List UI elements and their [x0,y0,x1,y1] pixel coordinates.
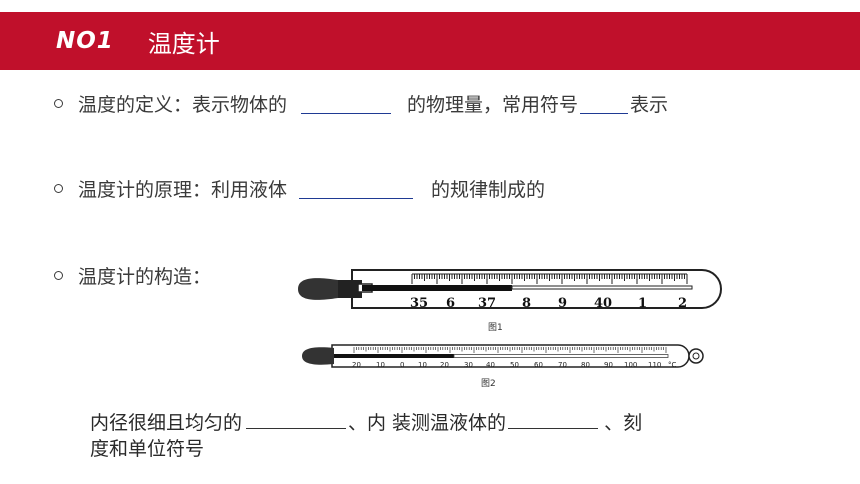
blank-line [299,178,414,199]
figure-2-caption: 图2 [481,378,496,389]
scale-labels-1: 35 6 37 8 9 40 1 2 [410,296,687,311]
bullet-circle-icon [54,271,63,280]
scale-labels-2: 20 10 0 10 20 30 40 50 60 70 80 90 100 1… [352,361,677,369]
structure-text: 温度计的构造： [78,266,212,288]
scale-label: 10 [418,361,427,369]
structure-desc-3: 、刻 [604,412,643,434]
thermometer-figure-2: 20 10 0 10 20 30 40 50 60 70 80 90 100 1… [302,344,704,389]
principle-text-1: 温度计的原理：利用液体 [78,179,288,201]
scale-label: 30 [464,361,473,369]
scale-label: 80 [581,361,590,369]
slide-title: 温度计 [147,29,220,58]
scale-label: 2 [678,296,687,311]
scale-label: 0 [400,361,404,369]
section-number: NO1 [56,28,114,54]
scale-label: 60 [534,361,543,369]
scale-label: 40 [486,361,495,369]
scale-label: 90 [604,361,613,369]
scale-label: 20 [352,361,361,369]
scale-label: 10 [376,361,385,369]
bullet-definition: 温度的定义：表示物体的 的物理量，常用符号 表示 [54,90,668,117]
scale-label: 8 [522,296,531,311]
definition-text-3: 表示 [630,94,669,116]
definition-text-1: 温度的定义：表示物体的 [78,94,288,116]
bullet-circle-icon [54,184,63,193]
blank-line [580,93,629,114]
structure-description: 内径很细且均匀的 、内 装测温液体的 、刻 [90,408,642,437]
structure-description-line2: 度和单位符号 [90,438,205,460]
scale-label: 6 [446,296,455,311]
scale-label: 35 [410,296,428,311]
figure-1-caption: 图1 [488,322,503,333]
slide-title-bar: NO1 温度计 [0,12,860,70]
scale-label: 1 [638,296,647,311]
blank-line [246,408,347,429]
scale-label: 110 [648,361,661,369]
structure-desc-2: 、内 装测温液体的 [348,412,507,434]
thermometer-figure-1: 35 6 37 8 9 40 1 2 图1 [298,269,722,333]
scale-label: 50 [510,361,519,369]
blank-line [508,408,599,429]
scale-label: 70 [558,361,567,369]
structure-desc-1: 内径很细且均匀的 [90,412,243,434]
scale-label: 20 [440,361,449,369]
scale-label: 37 [478,296,496,311]
scale-label: °C [668,361,677,369]
principle-text-2: 的规律制成的 [431,179,546,201]
blank-line [301,93,392,114]
scale-label: 40 [594,296,612,311]
bullet-circle-icon [54,99,63,108]
bullet-principle: 温度计的原理：利用液体 的规律制成的 [54,175,545,202]
definition-text-2: 的物理量，常用符号 [407,94,579,116]
scale-label: 9 [558,296,567,311]
bullet-structure: 温度计的构造： [54,262,211,289]
scale-label: 100 [624,361,637,369]
